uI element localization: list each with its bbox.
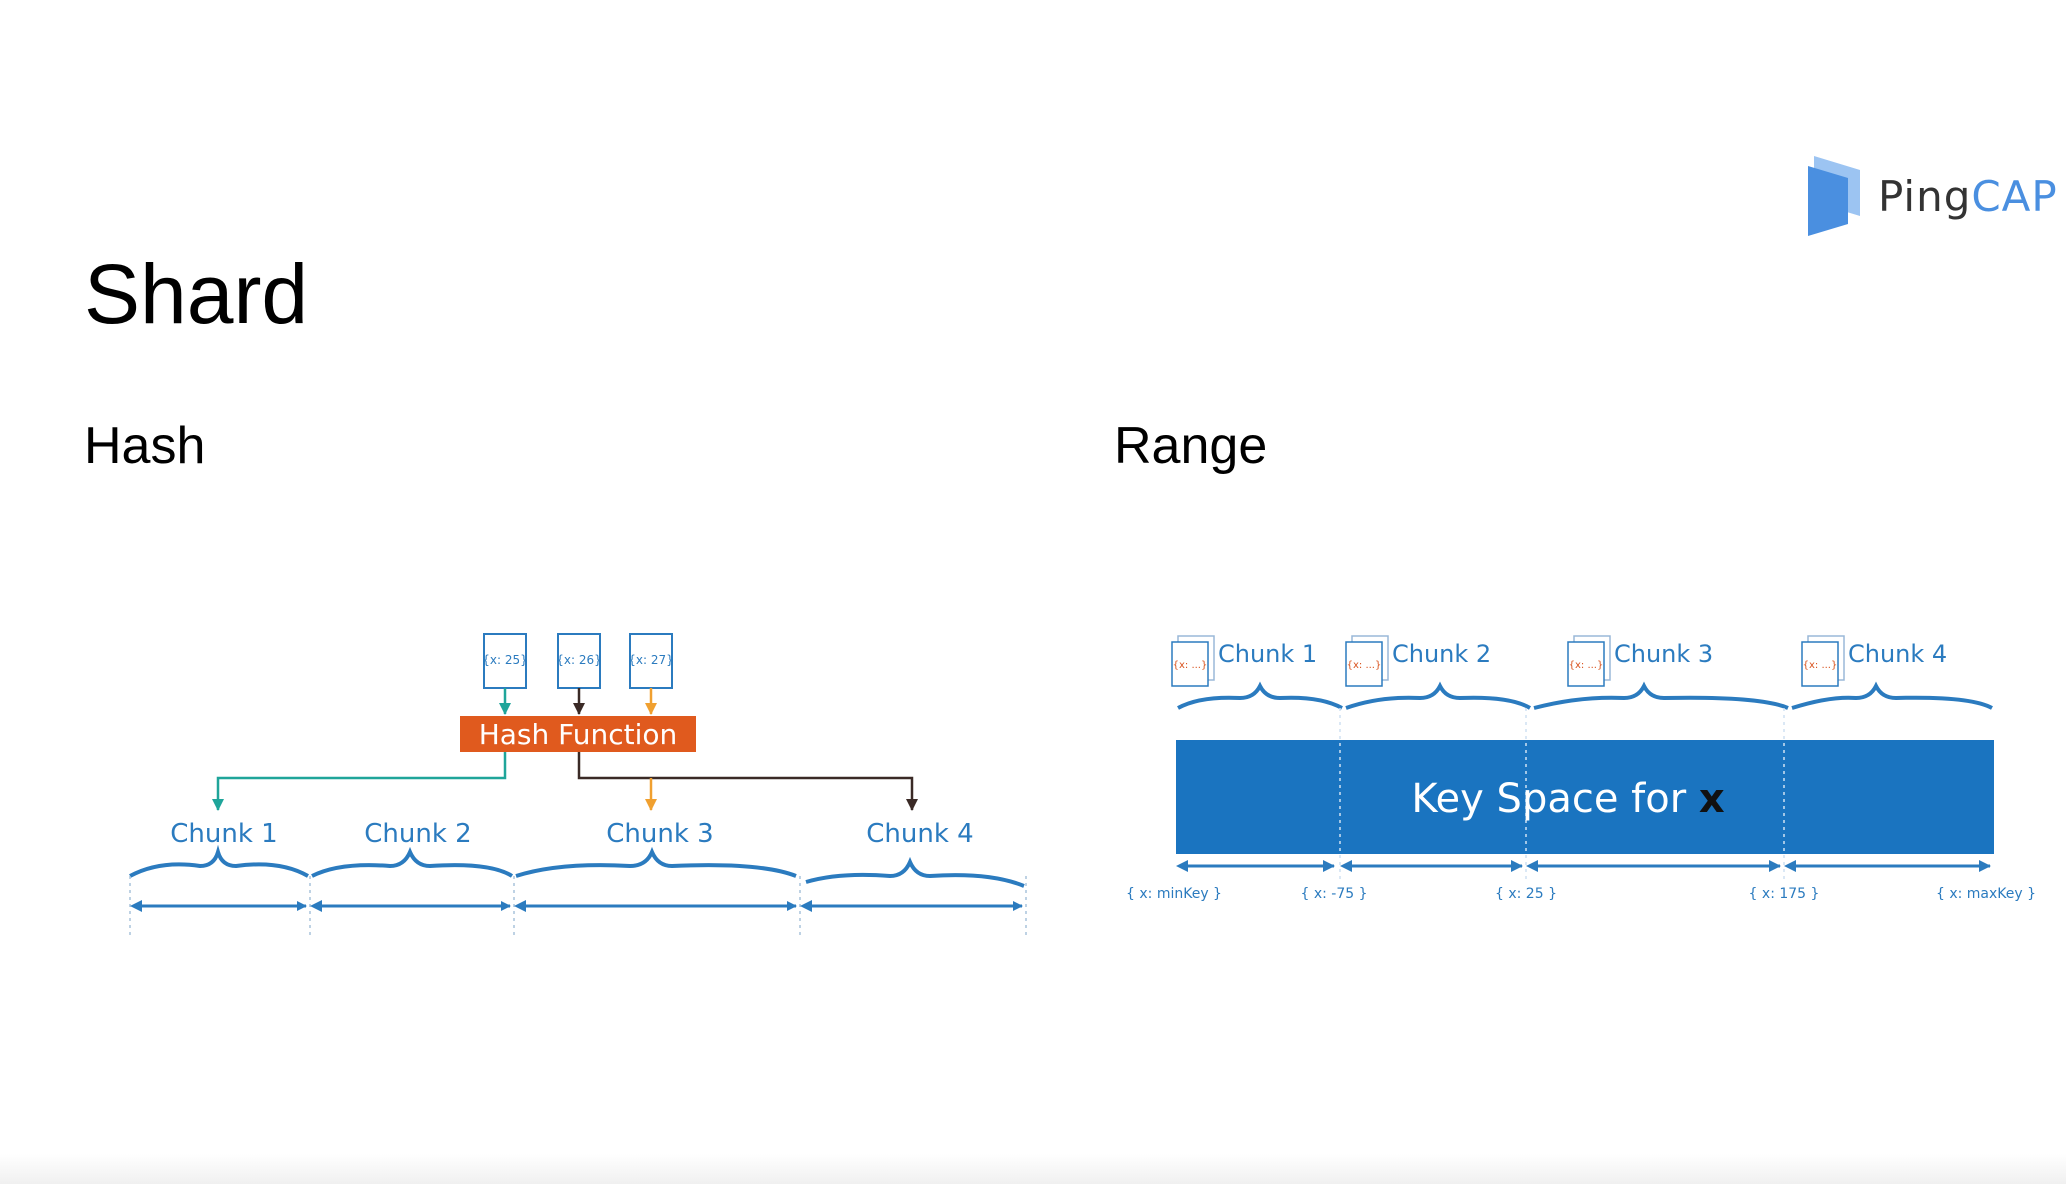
hash-function-label: Hash Function bbox=[479, 718, 678, 751]
hash-arrowheads-left bbox=[130, 900, 812, 912]
boundary-neg75: { x: -75 } bbox=[1300, 886, 1367, 902]
range-braces bbox=[1177, 681, 1993, 710]
range-chunk-1: {x: ...} Chunk 1 bbox=[1171, 635, 1317, 687]
hash-brace-2 bbox=[311, 846, 514, 878]
range-boundaries: { x: minKey } { x: -75 } { x: 25 } { x: … bbox=[1126, 886, 2036, 902]
range-chunk-4-label: Chunk 4 bbox=[1848, 640, 1947, 668]
hash-function-box bbox=[460, 716, 696, 752]
range-chunk-2: {x: ...} Chunk 2 bbox=[1345, 635, 1491, 687]
hash-chunk-4-label: Chunk 4 bbox=[866, 819, 973, 849]
boundary-25: { x: 25 } bbox=[1495, 886, 1557, 902]
key-space-bar bbox=[1176, 740, 1994, 854]
hash-doc-3: {x: 27} bbox=[628, 633, 674, 689]
hash-chunk-3-label: Chunk 3 bbox=[606, 819, 713, 849]
boundary-minkey: { x: minKey } bbox=[1126, 886, 1222, 902]
hash-braces bbox=[129, 844, 1025, 888]
hash-doc-1: {x: 25} bbox=[482, 633, 528, 689]
range-chunk-2-doc: {x: ...} bbox=[1347, 660, 1382, 671]
hash-doc-1-label: {x: 25} bbox=[482, 653, 528, 667]
range-chunk-3: {x: ...} Chunk 3 bbox=[1567, 635, 1713, 687]
hash-brace-1 bbox=[129, 844, 309, 878]
range-brace-1 bbox=[1177, 681, 1343, 710]
range-chunk-2-label: Chunk 2 bbox=[1392, 640, 1491, 668]
range-brace-3 bbox=[1533, 681, 1789, 710]
range-separators bbox=[1339, 708, 1785, 880]
range-brace-2 bbox=[1345, 681, 1532, 710]
pingcap-logo: PingCAP bbox=[1808, 156, 2058, 236]
range-section-title: Range bbox=[1114, 417, 1268, 475]
range-chunk-3-doc: {x: ...} bbox=[1569, 660, 1604, 671]
route-to-chunk-4 bbox=[577, 752, 918, 811]
range-chunk-1-label: Chunk 1 bbox=[1218, 640, 1317, 668]
hash-doc-2-label: {x: 26} bbox=[556, 653, 602, 667]
range-arrowheads-left bbox=[1176, 860, 1796, 872]
hash-doc-2: {x: 26} bbox=[556, 633, 602, 689]
range-chunk-4-doc: {x: ...} bbox=[1803, 660, 1838, 671]
slide-title: Shard bbox=[84, 247, 309, 341]
hash-brace-3 bbox=[515, 846, 797, 878]
hash-doc-3-label: {x: 27} bbox=[628, 653, 674, 667]
hash-brace-4 bbox=[805, 856, 1025, 888]
slide-bottom-shade bbox=[0, 1154, 2066, 1184]
boundary-maxkey: { x: maxKey } bbox=[1936, 886, 2036, 902]
pingcap-logo-icon bbox=[1808, 156, 1860, 236]
hash-chunk-1-label: Chunk 1 bbox=[170, 819, 277, 849]
range-chunk-3-label: Chunk 3 bbox=[1614, 640, 1713, 668]
key-space-var: x bbox=[1699, 776, 1725, 822]
boundary-175: { x: 175 } bbox=[1749, 886, 1820, 902]
range-chunk-1-doc: {x: ...} bbox=[1173, 660, 1208, 671]
hash-section-title: Hash bbox=[84, 417, 206, 475]
range-brace-4 bbox=[1791, 681, 1993, 710]
range-chunk-4: {x: ...} Chunk 4 bbox=[1801, 635, 1947, 687]
route-to-chunk-1 bbox=[212, 752, 507, 811]
svg-text:Key Space for x: Key Space for x bbox=[1411, 776, 1725, 822]
key-space-label: Key Space for bbox=[1411, 776, 1686, 822]
logo-text-cap: CAP bbox=[1971, 171, 2058, 221]
logo-text-ping: Ping bbox=[1878, 171, 1972, 221]
hash-chunk-2-label: Chunk 2 bbox=[364, 819, 471, 849]
